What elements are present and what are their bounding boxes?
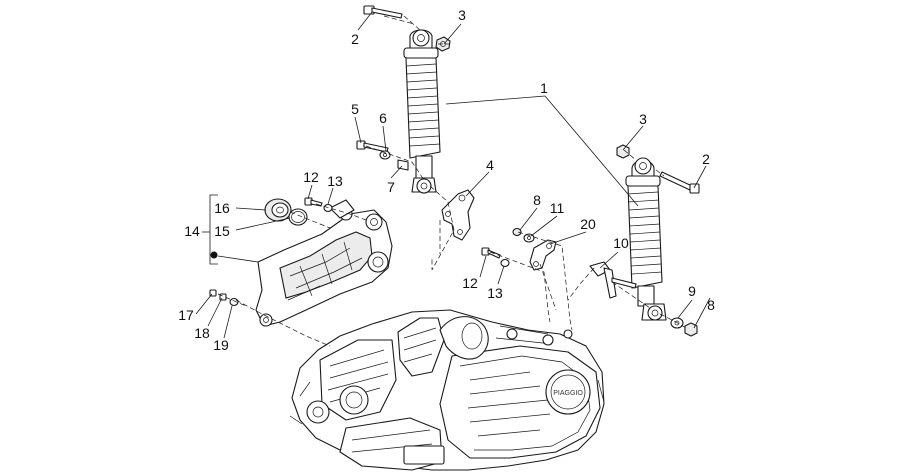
engine-brand-text: PIAGGIO — [553, 390, 583, 397]
callout-12-lower: 12 — [462, 275, 478, 291]
bearing-16 — [264, 198, 292, 222]
engine-badge — [545, 369, 591, 415]
nut-8-lower — [684, 322, 698, 337]
bracket-20 — [529, 239, 557, 271]
throttle-body — [397, 317, 445, 377]
callout-19: 19 — [213, 337, 229, 353]
callout-9: 9 — [688, 283, 696, 299]
callout-2-top: 2 — [351, 31, 359, 47]
callout-15: 15 — [214, 223, 230, 239]
engine-mount-bracket — [255, 199, 393, 327]
group-marker-dot — [210, 251, 218, 259]
bolt-12-lower — [481, 247, 501, 259]
shock-absorber-left — [403, 29, 441, 194]
callout-4: 4 — [486, 157, 494, 173]
callout-10: 10 — [613, 235, 629, 251]
callout-11: 11 — [550, 200, 565, 216]
callout-8-lower: 8 — [707, 297, 715, 313]
callout-14: 14 — [184, 223, 200, 239]
shock-absorber-right — [625, 157, 667, 321]
callout-5: 5 — [351, 101, 359, 117]
engine-unit: PIAGGIO — [289, 309, 605, 471]
callout-13-lower: 13 — [487, 285, 503, 301]
nut-3-right — [616, 144, 630, 159]
bolt-5 — [356, 140, 389, 153]
callout-6: 6 — [379, 110, 387, 126]
washer-13-upper — [323, 203, 333, 213]
pin-10 — [589, 261, 637, 299]
callout-8-middle: 8 — [533, 192, 541, 208]
bracket-4 — [441, 189, 475, 241]
callout-16: 16 — [214, 200, 230, 216]
callout-labels: 1 2 2 3 3 4 5 6 7 8 8 9 10 11 12 12 13 1… — [178, 7, 715, 353]
callout-7: 7 — [387, 179, 395, 195]
callout-12-upper: 12 — [303, 169, 319, 185]
washer-13-lower — [500, 258, 510, 268]
leader-lines — [195, 11, 711, 339]
intake-pipe — [439, 316, 489, 360]
callout-13-upper: 13 — [327, 173, 343, 189]
callout-1: 1 — [540, 80, 548, 96]
callout-2-right: 2 — [702, 151, 710, 167]
callout-20: 20 — [580, 216, 596, 232]
bolt-2-right — [659, 171, 700, 194]
washer-8-middle — [512, 227, 522, 237]
callout-18: 18 — [194, 325, 210, 341]
callout-3-top: 3 — [458, 7, 466, 23]
bolt-2-top — [363, 5, 403, 19]
callout-17: 17 — [178, 307, 194, 323]
callout-3-right: 3 — [639, 111, 647, 127]
circlip-15 — [288, 208, 308, 226]
washer-6 — [379, 150, 391, 160]
assembly-lines — [217, 15, 687, 347]
bolt-12-upper — [304, 197, 323, 207]
